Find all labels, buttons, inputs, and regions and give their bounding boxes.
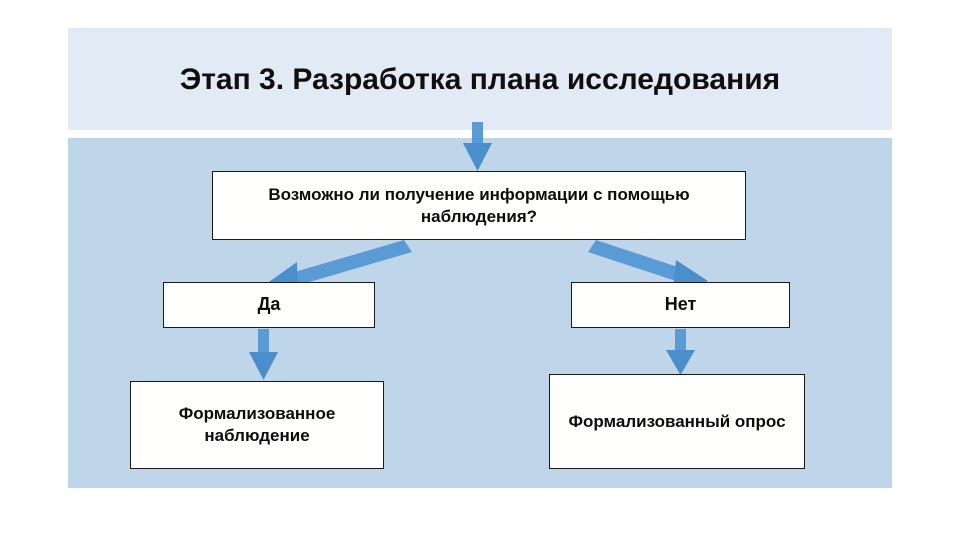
branch-label-yes: Да [163,282,375,328]
branch-label-no-text: Нет [664,294,697,315]
branch-label-yes-text: Да [257,294,281,315]
decision-node-question-label: Возможно ли получение информации с помощ… [268,184,690,226]
outcome-node-observation-label: Формализованное наблюдение [178,404,336,445]
branch-label-no: Нет [571,282,790,328]
outcome-node-survey: Формализованный опрос [549,374,805,469]
outcome-node-observation: Формализованное наблюдение [130,381,384,469]
page-title: Этап 3. Разработка плана исследования [179,62,781,96]
decision-node-question: Возможно ли получение информации с помощ… [212,171,746,240]
outcome-node-survey-label: Формализованный опрос [568,411,786,431]
slide-title-band: Этап 3. Разработка плана исследования [68,28,892,130]
